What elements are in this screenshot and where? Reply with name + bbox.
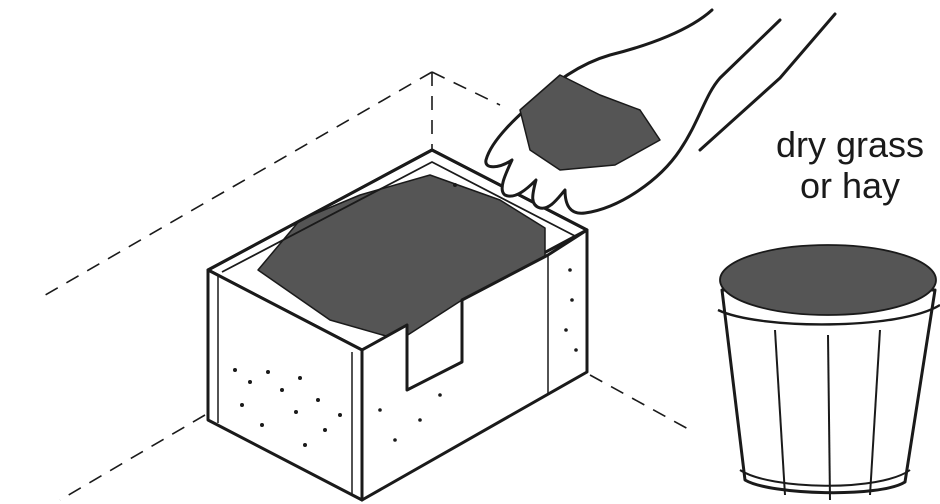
hand-icon xyxy=(484,8,837,215)
box-surface-dots xyxy=(233,183,578,447)
corner-guide-lines xyxy=(39,71,691,501)
hay-label-line-2: or hay xyxy=(799,165,901,206)
hay-label-line-1: dry grass xyxy=(775,124,925,165)
hay-bucket-icon xyxy=(717,244,940,501)
hay-label: dry grass or hay xyxy=(760,124,940,206)
nest-box-icon xyxy=(206,148,589,502)
